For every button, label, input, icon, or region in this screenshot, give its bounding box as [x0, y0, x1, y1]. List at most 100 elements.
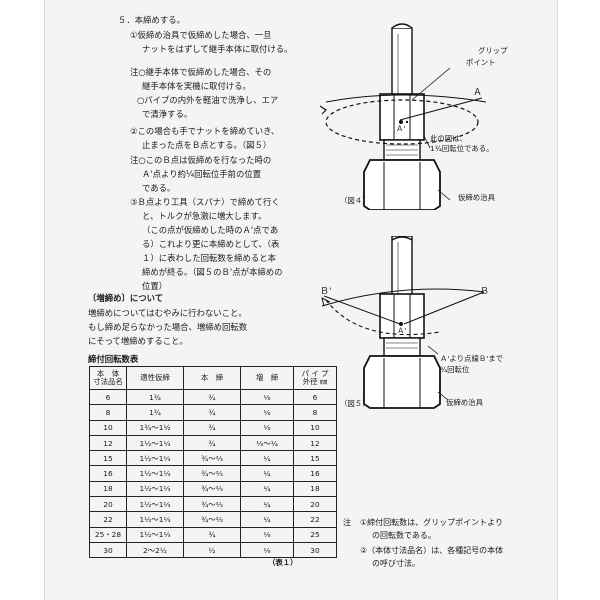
step-2-line-1: ②この場合も手でナットを締めていき、 — [130, 126, 280, 136]
table-cell: ¼ — [240, 465, 294, 482]
point-a-label: Ａ — [473, 88, 483, 98]
table-cell: 6 — [89, 388, 127, 406]
table-cell: 1½～1⅓ — [126, 434, 184, 452]
table-cell: ¼ — [240, 511, 294, 528]
step-3-line-1: ③Ｂ点より工具（スパナ）で締めて行く — [130, 197, 280, 207]
step-3-line-6: 締めが終る。（図５のＢ'点が本締めの — [142, 267, 283, 277]
step-1-line-2: ナットをはずして継手本体に取付ける。 — [142, 44, 293, 54]
table-cell: ½ — [183, 541, 241, 559]
table-cell: ¾ — [183, 434, 241, 452]
table-cell: ¼ — [240, 496, 294, 513]
table-cell: 8 — [89, 404, 127, 421]
fig4-note-line-1: 此の図は、 — [430, 134, 467, 143]
footnote-2-line-1: ②（本体寸法品名）は、各種記号の本体 — [360, 546, 504, 555]
table-cell: ⅛ — [240, 404, 294, 421]
table-cell: ¾～⅔ — [183, 450, 241, 467]
table-cell: 22 — [89, 511, 127, 528]
table-cell: 1½～1⅓ — [126, 511, 184, 528]
point-a-prime-label: Ａ' — [396, 124, 406, 133]
table-cell: ¼ — [240, 450, 294, 467]
note-1-line-1: 注○継手本体で仮締めした場合、その — [130, 67, 272, 77]
table-cell: 1½～1⅓ — [126, 450, 184, 467]
table-cell: ⅛～¼ — [240, 434, 294, 452]
fig5-note-line-2: ¾回転位 — [440, 365, 470, 374]
header-re-tighten: 増 締 — [240, 366, 294, 390]
step-1-line-1: ①仮締め治具で仮締めした場合、一旦 — [130, 30, 272, 40]
footnote-2-line-2: の呼び寸法。 — [372, 559, 420, 568]
table-cell: ¼ — [240, 480, 294, 498]
retighten-line-2: もし締め足らなかった場合、増締め回転数 — [88, 322, 248, 332]
header-pipe-od: パ イ プ 外径 ㎜ — [293, 366, 337, 390]
section-title: ５．本締めする。 — [118, 15, 185, 25]
fig5-note-line-1: Ａ'より点線Ｂ'まで — [440, 354, 504, 363]
fig4-note-line-2: 1¾回転位である。 — [430, 144, 494, 153]
table-cell: 15 — [89, 450, 127, 467]
step-3-line-7: 位置） — [142, 281, 168, 291]
table-cell: 16 — [89, 465, 127, 482]
table-cell: 12 — [293, 434, 337, 452]
fig4-caption: （図４） — [340, 196, 370, 205]
table-caption: （表１） — [268, 558, 298, 567]
note-1-line-4: で清浄する。 — [142, 109, 193, 119]
table-cell: ¾ — [183, 526, 241, 543]
point-b-prime-label: Ｂ' — [320, 287, 332, 297]
retighten-line-3: にそって増締めすること。 — [88, 336, 188, 346]
step-3-line-4: る）これより更に本締めとして、（表 — [142, 239, 280, 249]
table-cell: 16 — [293, 465, 337, 482]
table-cell: ⅛ — [240, 388, 294, 406]
table-cell: ¾ — [183, 404, 241, 421]
point-b-label: Ｂ — [480, 287, 490, 297]
table-cell: 1½～1⅓ — [126, 496, 184, 513]
table-cell: 25・28 — [89, 526, 127, 543]
step-3-line-5: １）に表わした回転数を締めると本 — [142, 253, 276, 263]
table-cell: 2～2½ — [126, 541, 184, 559]
table-cell: 1¾ — [126, 404, 184, 421]
table-cell: ¾～⅔ — [183, 496, 241, 513]
footnote-label: 注 — [343, 518, 351, 527]
table-cell: 1¾ — [126, 388, 184, 406]
note-1-line-2: 継手本体を実機に取付ける。 — [142, 81, 251, 91]
fig4-jig-label: 仮締め治具 — [458, 193, 495, 202]
table-cell: 20 — [293, 496, 337, 513]
table-cell: ⅛ — [240, 419, 294, 436]
note-1-line-3: ○パイプの内外を軽油で洗浄し、エア — [137, 95, 279, 105]
table-cell: 15 — [293, 450, 337, 467]
figure-4-drawing — [319, 23, 487, 210]
table-cell: 1½～1⅓ — [126, 480, 184, 498]
table-cell: 30 — [89, 541, 127, 559]
fig5-point-a-prime-label: Ａ' — [397, 326, 407, 335]
grip-point-label-2: ポイント — [466, 58, 496, 67]
step-3-line-2: と、トルクが急激に増大します。 — [142, 211, 267, 221]
header-main-tighten: 本 締 — [183, 366, 241, 390]
note-2-line-2: Ａ'点より約¼回転位手前の位置 — [142, 169, 262, 179]
step-3-line-3: （この点が仮締めした時のＡ'点であ — [142, 225, 279, 235]
table-cell: 25 — [293, 526, 337, 543]
table-cell: 1½～1⅓ — [126, 526, 184, 543]
table-header-row: 本 体 寸法品名 適性仮締 本 締 増 締 パ イ プ 外径 ㎜ — [89, 366, 337, 390]
footnote-1-line-1: ①締付回転数は、グリップポイントより — [360, 518, 504, 527]
table-cell: 10 — [293, 419, 337, 436]
table-cell: 22 — [293, 511, 337, 528]
retighten-heading: 〔増締め〕について — [88, 293, 164, 303]
table-cell: ¾～⅔ — [183, 511, 241, 528]
table-cell: ¾ — [183, 419, 241, 436]
header-body-size: 本 体 寸法品名 — [89, 366, 127, 390]
table-cell: 1½～1⅓ — [126, 465, 184, 482]
table-cell: ⅛ — [240, 526, 294, 543]
note-2-line-1: 注○このＢ点は仮締めを行なった時の — [130, 155, 272, 165]
grip-point-label: グリップ — [478, 46, 508, 55]
table-cell: 20 — [89, 496, 127, 513]
table-cell: ⅛ — [240, 541, 294, 559]
table-cell: ¾～⅔ — [183, 480, 241, 498]
table-title: 締付回転数表 — [88, 354, 139, 364]
fig5-caption: （図５） — [340, 399, 370, 408]
table-cell: 30 — [293, 541, 337, 559]
